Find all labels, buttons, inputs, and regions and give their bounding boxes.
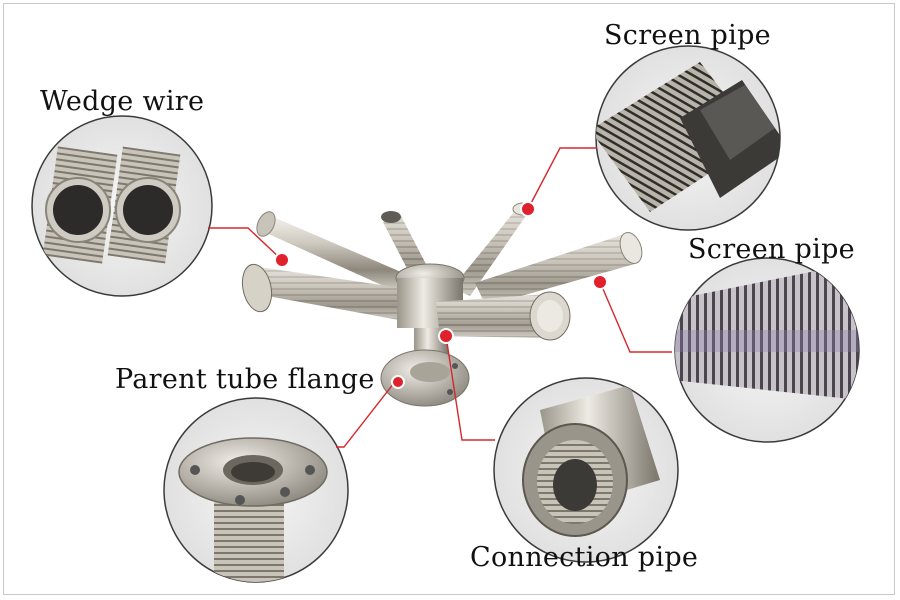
leader-connection-pipe bbox=[445, 335, 495, 441]
leader-wedge-wire bbox=[208, 227, 283, 261]
markers bbox=[274, 201, 608, 389]
leader-lines bbox=[208, 147, 672, 448]
marker-screen-pipe-right bbox=[592, 274, 608, 290]
arm-right bbox=[475, 232, 643, 306]
arm-upper-left bbox=[256, 211, 408, 293]
leader-screen-pipe-top bbox=[527, 147, 597, 210]
arm-left-front bbox=[241, 263, 410, 322]
label-connection-pipe: Connection pipe bbox=[470, 542, 699, 573]
label-screen-pipe-top: Screen pipe bbox=[604, 20, 771, 51]
detail-screen-pipe-right bbox=[674, 257, 860, 443]
arm-front-right bbox=[436, 291, 571, 341]
marker-wedge-wire bbox=[274, 252, 290, 268]
detail-wedge-wire bbox=[31, 115, 213, 297]
label-screen-pipe-right: Screen pipe bbox=[688, 234, 855, 265]
marker-parent-tube-flange bbox=[391, 375, 405, 389]
leader-parent-tube-flange bbox=[336, 382, 395, 448]
image-frame bbox=[3, 3, 895, 595]
label-wedge-wire: Wedge wire bbox=[40, 86, 205, 117]
leader-screen-pipe-right bbox=[599, 281, 672, 353]
marker-screen-pipe-top bbox=[520, 201, 536, 217]
label-parent-tube-flange: Parent tube flange bbox=[115, 364, 375, 395]
detail-parent-tube-flange bbox=[163, 397, 349, 583]
marker-connection-pipe bbox=[438, 328, 454, 344]
detail-screen-pipe-top bbox=[595, 45, 781, 231]
detail-connection-pipe bbox=[493, 377, 679, 563]
